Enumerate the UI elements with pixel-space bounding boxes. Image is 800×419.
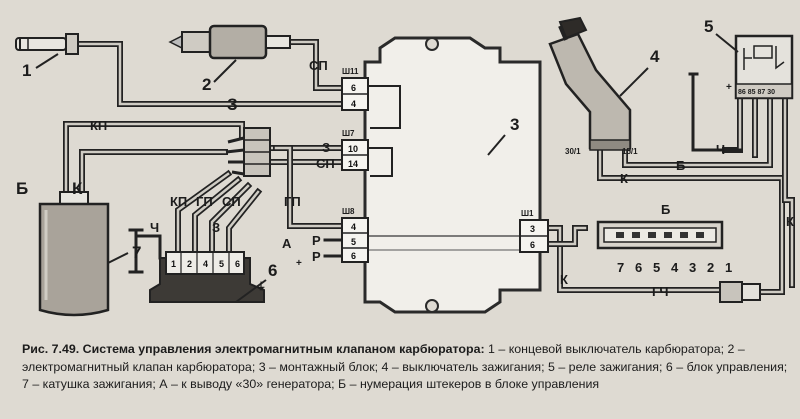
wire-label-plus: + (296, 258, 302, 269)
switch-terminal-30-1: 30/1 (565, 147, 581, 156)
wire-label-a: А (282, 236, 292, 251)
sh8-pin-6: 6 (351, 251, 356, 261)
wire-ch-ground (688, 72, 742, 152)
wiring-diagram: 3 6 4 Ш11 10 14 Ш7 4 5 6 Ш8 3 6 Ш1 (15, 16, 795, 317)
connector-b: Б 7 6 5 4 3 2 1 (596, 202, 732, 275)
wire-label-r1: Р (312, 233, 321, 248)
wire-label-z-top: З (227, 95, 238, 114)
connector-b-pin-5: 5 (653, 260, 660, 275)
unit6-pin-2: 2 (187, 259, 192, 269)
wire-label-gp-unit: ГП (196, 194, 213, 209)
relay-plus-mark: + (726, 82, 732, 93)
wire-label-k-sh1: К (560, 272, 568, 287)
wire-ch-unit6 (134, 228, 162, 274)
wire-b-switch (622, 97, 773, 168)
wire-z-limit-switch (75, 41, 345, 107)
wire-label-kp-unit: КП (170, 194, 187, 209)
connector-sh7: 10 14 Ш7 (341, 129, 393, 177)
connector-b-pin-1: 1 (725, 260, 732, 275)
sh11-label: Ш11 (342, 67, 359, 76)
wire-harness-unit6 (175, 169, 263, 260)
wire-label-ch-unit: Ч (150, 220, 159, 235)
connector-b-pin-7: 7 (617, 260, 624, 275)
wire-kp-coil (63, 121, 245, 199)
sh8-pin-4: 4 (351, 222, 356, 232)
unit6-pin-1: 1 (171, 259, 176, 269)
sh8-pin-5: 5 (351, 237, 356, 247)
wire-k-sh1 (545, 225, 723, 293)
wire-label-z-unit: З (212, 220, 220, 235)
switch-terminal-15-1: 15/1 (622, 147, 638, 156)
sh7-pin-14: 14 (348, 159, 358, 169)
sh7-label: Ш7 (342, 129, 355, 138)
wire-k-coil (79, 149, 228, 199)
wire-labels: З СП КП Б К З СП КП ГП СП З ГП Ч А Р Р +… (16, 58, 794, 299)
sh1-label: Ш1 (521, 209, 534, 218)
label-component-4: 4 (650, 47, 660, 66)
wire-label-z-sh7: З (322, 140, 330, 155)
connector-sh8: 4 5 6 Ш8 (341, 207, 369, 263)
solenoid-valve: 2 (168, 24, 291, 94)
ignition-relay: 86 85 87 30 5 + (704, 17, 794, 100)
wire-sp-valve (287, 39, 345, 91)
label-component-6: 6 (268, 261, 277, 280)
connector-sh11: 6 4 Ш11 (341, 67, 401, 129)
label-component-3: 3 (510, 115, 519, 134)
connector-b-pin-2: 2 (707, 260, 714, 275)
wire-group (63, 39, 795, 295)
unit6-pin-5: 5 (219, 259, 224, 269)
wire-r-lines (323, 238, 344, 258)
wire-label-ch-relay: Ч (716, 142, 725, 157)
wire-gp-sh8 (273, 145, 345, 229)
sh1-pin-3: 3 (530, 224, 535, 234)
label-component-1: 1 (22, 61, 31, 80)
figure-caption: Рис. 7.49. Система управления электромаг… (22, 341, 792, 394)
ignition-coil: 7 (38, 191, 141, 317)
wire-label-k-switch: К (620, 171, 628, 186)
sh7-pin-10: 10 (348, 144, 358, 154)
control-unit: 1 2 4 5 6 6 ⏚ (149, 251, 277, 303)
unit6-pin-6: 6 (235, 259, 240, 269)
wire-label-gp-sh8: ГП (284, 194, 301, 209)
sh1-pin-6: 6 (530, 240, 535, 250)
connector-gch (719, 281, 761, 303)
label-component-2: 2 (202, 75, 211, 94)
relay-pins: 86 85 87 30 (738, 89, 775, 96)
wire-label-sp-unit: СП (222, 194, 241, 209)
wire-label-r2: Р (312, 249, 321, 264)
connector-b-pin-4: 4 (671, 260, 679, 275)
label-component-5: 5 (704, 17, 713, 36)
wire-relay-leads (722, 97, 795, 288)
caption-body: 1 – концевой выключатель карбюратора; 2 … (22, 342, 788, 391)
wire-label-b-switch: Б (676, 158, 685, 173)
sh8-label: Ш8 (342, 207, 355, 216)
unit6-pin-4: 4 (203, 259, 208, 269)
connector-b-label: Б (661, 202, 670, 217)
label-component-7: 7 (132, 243, 141, 262)
limit-switch: 1 (15, 33, 79, 80)
splice-connector (225, 127, 271, 177)
wire-label-kp-top: КП (90, 118, 107, 133)
connector-b-pin-3: 3 (689, 260, 696, 275)
connector-b-pin-6: 6 (635, 260, 642, 275)
wire-label-gch: ГЧ (652, 284, 669, 299)
wire-label-sp-top: СП (309, 58, 328, 73)
ignition-switch: 30/1 15/1 4 (548, 16, 660, 156)
sh11-pin-6: 6 (351, 83, 356, 93)
wire-label-k-right: К (786, 214, 794, 229)
wire-label-sp-sh7: СП (316, 156, 335, 171)
sh11-pin-4: 4 (351, 99, 356, 109)
wire-label-b-coil: Б (16, 179, 28, 198)
wire-k-sh1b (545, 225, 588, 247)
caption-title: Рис. 7.49. Система управления электромаг… (22, 342, 485, 356)
unit6-ground-mark: ⏚ (256, 281, 266, 293)
connector-sh1: 3 6 Ш1 (519, 209, 549, 253)
wire-label-k-coil: К (72, 179, 83, 198)
